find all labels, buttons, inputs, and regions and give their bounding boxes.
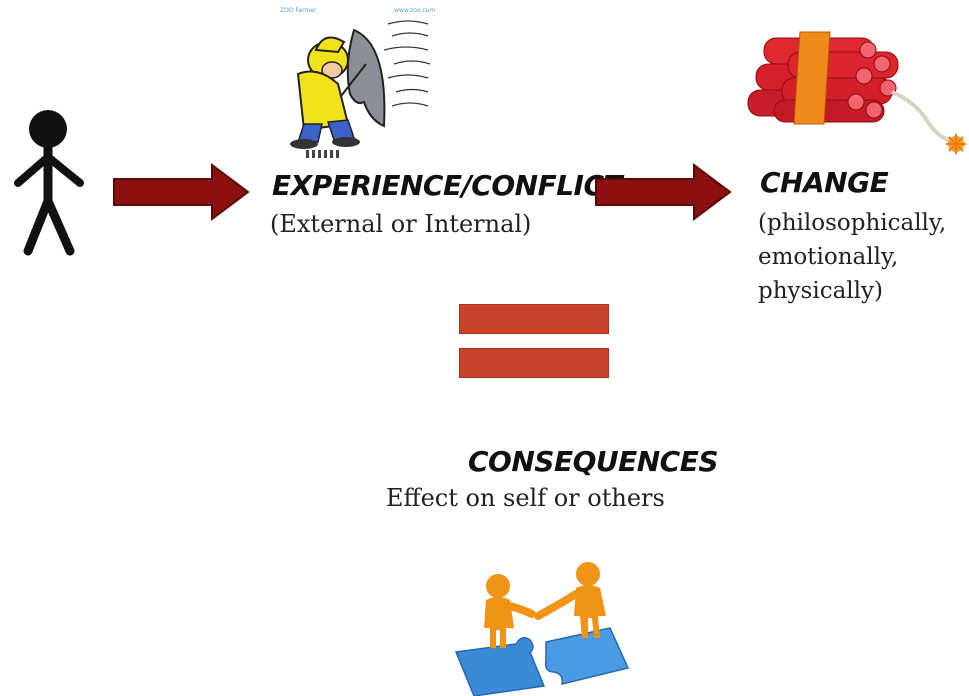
dynamite-icon [747, 31, 966, 154]
change-title: CHANGE [760, 166, 889, 199]
change-subtitle: (philosophically, emotionally, physicall… [758, 210, 947, 304]
right-arrow-icon [595, 163, 732, 221]
stick-figure-icon [14, 110, 84, 256]
right-arrow-icon [113, 163, 250, 221]
equals-bar-top [459, 304, 609, 334]
consequences-title: CONSEQUENCES [468, 445, 719, 478]
consequences-subtitle: Effect on self or others [386, 484, 665, 512]
equals-bar-bottom [459, 348, 609, 378]
svg-text:www.zoo.com: www.zoo.com [394, 7, 435, 14]
wind-umbrella-icon: ZOO Farmer www.zoo.com [276, 4, 446, 164]
experience-conflict-title: EXPERIENCE/CONFLICT [272, 169, 623, 202]
handshake-puzzle-icon [454, 562, 630, 696]
svg-text:ZOO Farmer: ZOO Farmer [280, 7, 317, 14]
experience-conflict-subtitle: (External or Internal) [270, 210, 532, 238]
